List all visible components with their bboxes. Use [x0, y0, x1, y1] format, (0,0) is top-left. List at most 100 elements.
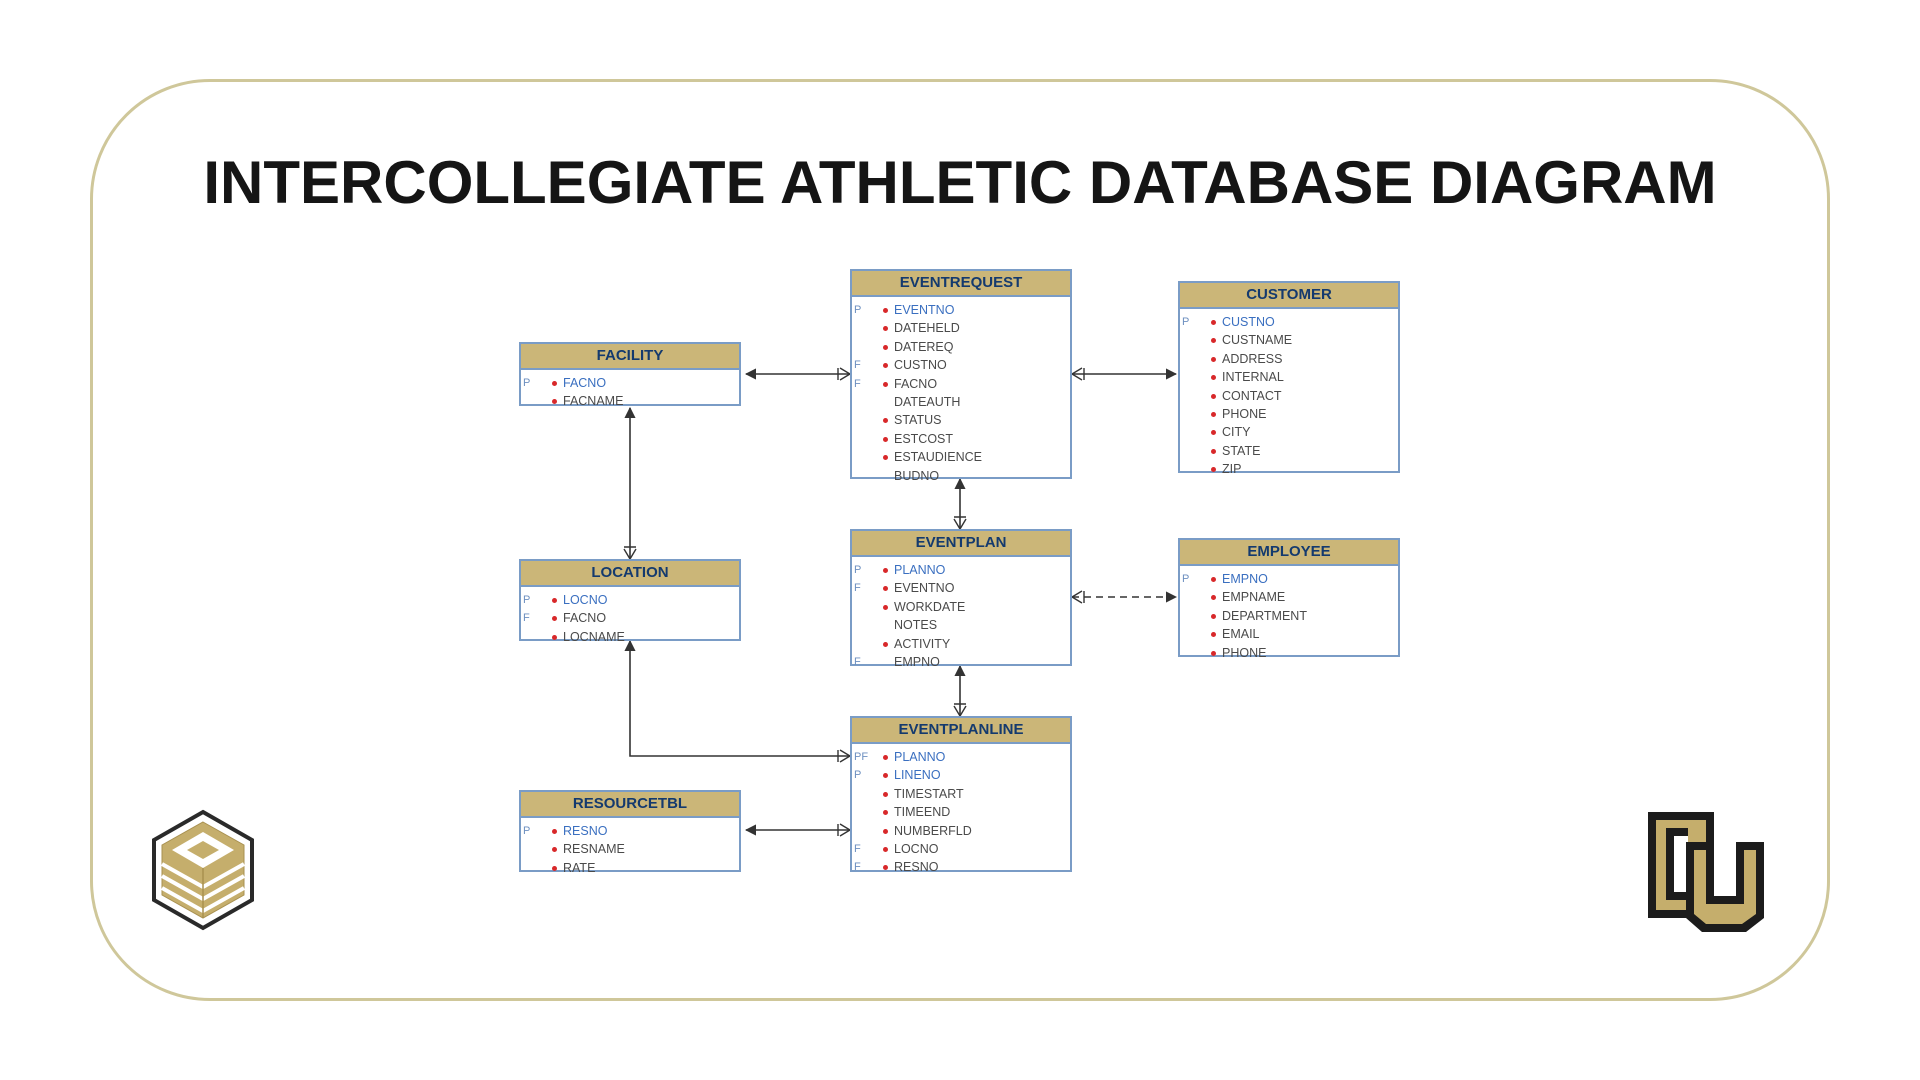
key-flag: F	[854, 377, 861, 390]
attribute-name: EMAIL	[1222, 627, 1260, 642]
attribute-name: PLANNO	[894, 750, 946, 764]
required-dot-icon	[883, 436, 888, 442]
required-dot-icon	[552, 616, 557, 622]
key-flag: P	[854, 564, 862, 576]
attribute-name: ADDRESS	[1222, 351, 1283, 366]
attribute-name: FACNO	[894, 376, 938, 391]
key-flag: P	[523, 377, 531, 389]
attribute-name: FACNAME	[563, 394, 624, 409]
attribute-row: STATUS	[852, 411, 1070, 429]
required-dot-icon	[1211, 393, 1216, 399]
required-dot-icon	[883, 641, 888, 647]
attribute-row: ADDRESS	[1180, 350, 1398, 368]
key-flag: F	[854, 582, 861, 595]
attribute-name: RESNO	[894, 860, 939, 875]
attribute-name: FACNO	[563, 611, 607, 626]
attribute-name: LOCNO	[894, 841, 939, 856]
rel-eventplanline-eventplan	[953, 664, 967, 718]
key-flag: F	[854, 861, 861, 874]
required-dot-icon	[1211, 430, 1216, 436]
required-dot-icon	[883, 810, 888, 816]
entity-title: EVENTREQUEST	[852, 271, 1070, 297]
required-dot-icon	[552, 829, 557, 834]
required-dot-icon	[1211, 595, 1216, 601]
required-dot-icon	[883, 455, 888, 461]
required-dot-icon	[1211, 320, 1216, 325]
required-dot-icon	[883, 381, 888, 387]
attribute-name: EMPNO	[894, 654, 940, 669]
required-dot-icon	[1211, 448, 1216, 454]
entity-title: EMPLOYEE	[1180, 540, 1398, 566]
required-dot-icon	[883, 755, 888, 760]
attribute-name: CONTACT	[1222, 388, 1282, 403]
required-dot-icon	[1211, 356, 1216, 362]
attribute-name: EVENTNO	[894, 581, 955, 596]
rel-eventrequest-facility	[744, 367, 852, 381]
attribute-name: CUSTNO	[894, 358, 947, 373]
attribute-row: EMAIL	[1180, 625, 1398, 643]
entity-facility[interactable]: FACILITY P FACNO FACNAME	[519, 342, 741, 408]
attribute-name: PHONE	[1222, 645, 1267, 660]
attribute-row: ESTCOST	[852, 430, 1070, 448]
attribute-row: TIMEEND	[852, 803, 1070, 821]
attribute-name: DATEHELD	[894, 321, 960, 336]
attribute-name: ZIP	[1222, 462, 1242, 477]
attribute-name: ESTAUDIENCE	[894, 450, 982, 465]
attribute-name: FACNO	[563, 376, 607, 390]
key-flag: P	[523, 825, 531, 837]
required-dot-icon	[883, 828, 888, 834]
attribute-row: ACTIVITY	[852, 635, 1070, 653]
required-dot-icon	[552, 399, 557, 405]
required-dot-icon	[883, 418, 888, 424]
attribute-name: EMPNAME	[1222, 590, 1286, 605]
attribute-name: CUSTNO	[1222, 315, 1275, 329]
attribute-row: F RESNO	[852, 858, 1070, 876]
rel-location-facility	[623, 406, 637, 561]
attribute-name: STATUS	[894, 413, 942, 428]
attribute-row: CUSTNAME	[1180, 331, 1398, 349]
attribute-name: TIMEEND	[894, 805, 951, 820]
university-cube-logo	[152, 809, 254, 931]
rel-eventplanline-resourcetbl	[744, 823, 852, 837]
attribute-name: TIMESTART	[894, 786, 964, 801]
entity-title: FACILITY	[521, 344, 739, 370]
attribute-name: NUMBERFLD	[894, 823, 972, 838]
required-dot-icon	[883, 791, 888, 797]
required-dot-icon	[883, 344, 888, 350]
attribute-row: TIMESTART	[852, 785, 1070, 803]
attribute-name: DATEREQ	[894, 339, 954, 354]
attribute-name: BUDNO	[894, 468, 940, 483]
required-dot-icon	[883, 326, 888, 332]
attribute-name: PHONE	[1222, 406, 1267, 421]
required-dot-icon	[552, 634, 557, 640]
entity-title: RESOURCETBL	[521, 792, 739, 818]
attribute-name: LINENO	[894, 768, 941, 783]
attribute-row: NOTES	[852, 616, 1070, 634]
required-dot-icon	[552, 598, 557, 603]
attribute-row: F EVENTNO	[852, 579, 1070, 597]
attribute-name: ESTCOST	[894, 431, 954, 446]
entity-title: LOCATION	[521, 561, 739, 587]
required-dot-icon	[1211, 650, 1216, 656]
attribute-name: EVENTNO	[894, 303, 955, 317]
attribute-name: DATEAUTH	[894, 394, 961, 409]
attribute-name: INTERNAL	[1222, 370, 1284, 385]
attribute-row: LOCNAME	[521, 628, 739, 646]
attribute-name: WORKDATE	[894, 599, 966, 614]
